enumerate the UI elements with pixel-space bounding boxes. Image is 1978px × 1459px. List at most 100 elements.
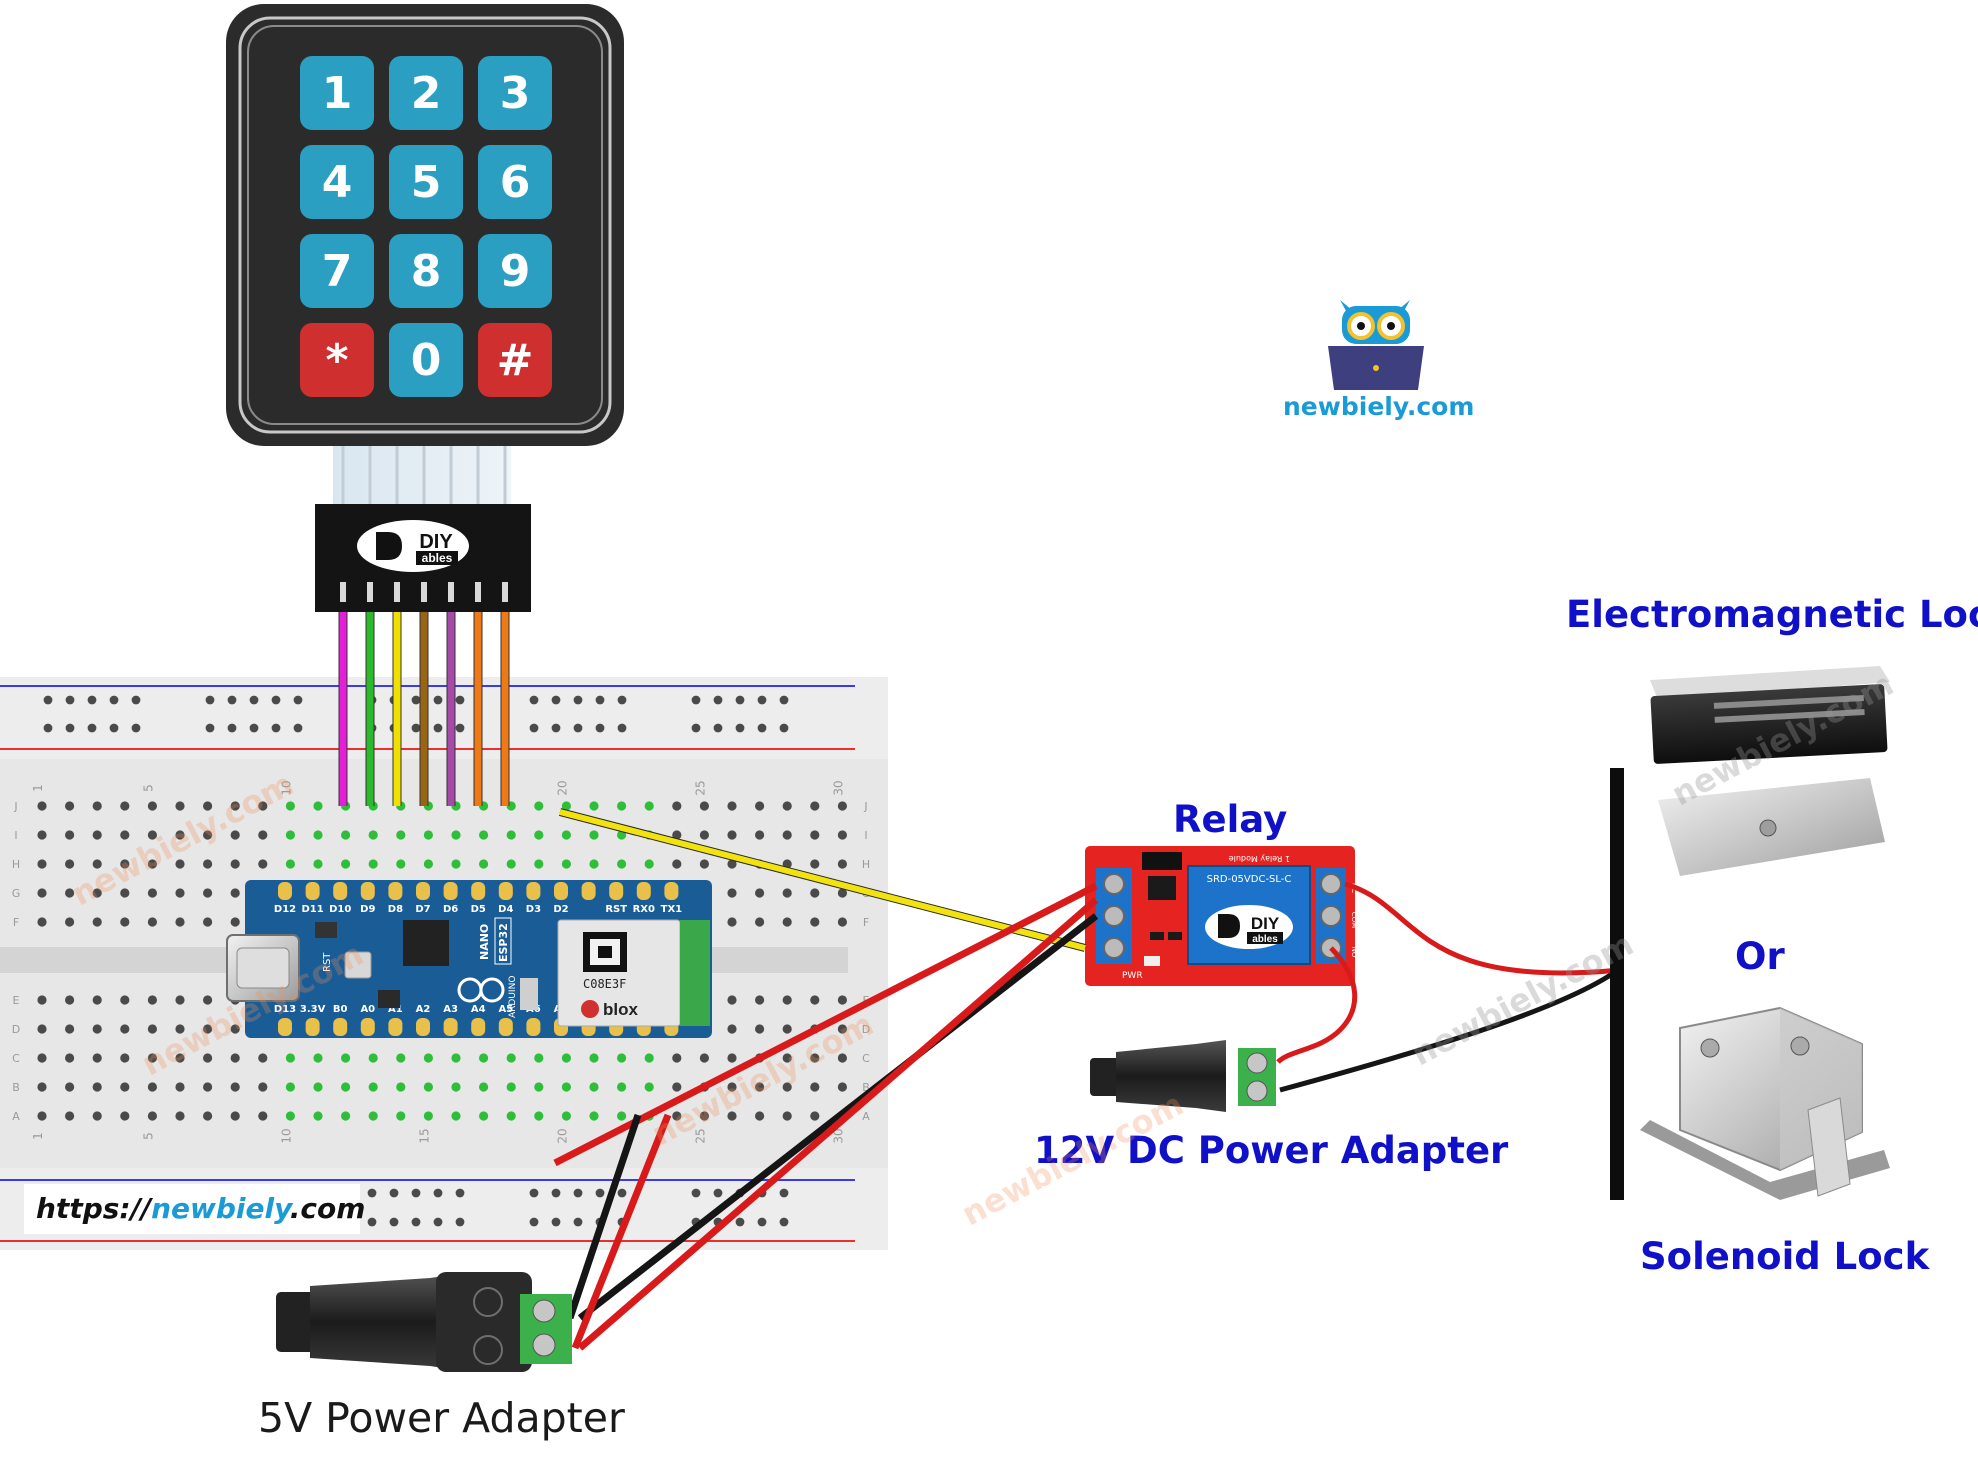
breadboard-hole — [782, 1082, 792, 1092]
board-pin-label: D11 — [301, 904, 323, 915]
breadboard-hole — [479, 830, 489, 840]
breadboard-hole — [230, 801, 240, 811]
breadboard-hole — [672, 1053, 682, 1063]
row-letter: E — [13, 994, 20, 1007]
breadboard-hole — [755, 995, 765, 1005]
relay-led — [1144, 956, 1160, 966]
breadboard-hole — [203, 1082, 213, 1092]
breadboard-hole — [672, 1111, 682, 1121]
board-pin-label: A5 — [498, 1004, 513, 1015]
breadboard-hole — [506, 1111, 516, 1121]
board-pin-pad — [333, 1018, 348, 1036]
key-label: 0 — [411, 335, 442, 386]
key-button[interactable] — [300, 323, 374, 397]
breadboard-hole — [37, 995, 47, 1005]
rail-hole — [271, 723, 281, 733]
breadboard-hole — [285, 1053, 295, 1063]
breadboard-hole — [782, 1024, 792, 1034]
rail-hole — [293, 695, 303, 705]
rail-hole — [779, 1217, 789, 1227]
solenoid-lock — [1640, 1006, 1890, 1200]
owl-pupil-left — [1357, 322, 1365, 330]
board-pin-label: A2 — [416, 1004, 431, 1015]
breadboard-hole — [396, 830, 406, 840]
breadboard-hole — [120, 995, 130, 1005]
rail-hole — [43, 723, 53, 733]
breadboard-hole — [699, 1053, 710, 1063]
breadboard-hole — [341, 830, 351, 840]
breadboard-hole — [368, 1082, 378, 1092]
board-pin-label: A4 — [471, 1004, 486, 1015]
breadboard-hole — [65, 1053, 75, 1063]
relay-module[interactable]: PWR SRD-05VDC-SL-C DIY ables 1 Relay Mod… — [1085, 846, 1358, 986]
url-name: newbiely — [151, 1192, 290, 1225]
connector-pin — [448, 582, 454, 602]
keypad-logo-bottom: ables — [422, 551, 453, 565]
breadboard-hole — [92, 1082, 102, 1092]
rail-hole — [779, 723, 789, 733]
key-button[interactable] — [389, 234, 463, 308]
rail-hole — [691, 1188, 701, 1198]
breadboard-hole — [147, 859, 157, 869]
breadboard-hole — [92, 888, 102, 898]
rail-hole — [271, 695, 281, 705]
key-button[interactable] — [300, 145, 374, 219]
website-url[interactable]: https://newbiely.com — [24, 1184, 365, 1234]
wire-relay-to-lock-red — [1344, 881, 1621, 976]
row-letter: J — [13, 800, 17, 813]
key-button[interactable] — [478, 56, 552, 130]
breadboard-hole — [147, 1024, 157, 1034]
breadboard-hole — [285, 859, 295, 869]
key-button[interactable] — [478, 323, 552, 397]
key-button[interactable] — [389, 145, 463, 219]
breadboard-hole — [451, 1082, 461, 1092]
breadboard-hole — [396, 1111, 406, 1121]
reset-button[interactable] — [344, 951, 372, 979]
board-pin-label: A0 — [360, 1004, 375, 1015]
board-pin-label: RX0 — [633, 904, 655, 915]
rail-hole — [109, 723, 119, 733]
rail-hole — [367, 1217, 377, 1227]
column-number: 30 — [831, 780, 845, 795]
breadboard-hole — [37, 830, 47, 840]
em-lock-armature-screw — [1759, 819, 1777, 837]
chip-small — [403, 920, 449, 966]
board-pin-pad — [664, 882, 679, 900]
key-label: * — [325, 335, 348, 386]
rail-hole — [617, 695, 627, 705]
rail-hole — [411, 1188, 421, 1198]
rail-hole — [455, 1188, 465, 1198]
key-label: 4 — [322, 157, 353, 208]
row-letter: D — [862, 1023, 870, 1036]
breadboard-hole — [727, 1082, 737, 1092]
key-button[interactable] — [300, 56, 374, 130]
rail-hole — [433, 1217, 443, 1227]
breadboard-hole — [699, 830, 710, 840]
key-button[interactable] — [389, 323, 463, 397]
keypad-ribbon — [333, 446, 511, 504]
row-letter: I — [14, 829, 17, 842]
key-label: 9 — [500, 246, 531, 297]
key-button[interactable] — [389, 56, 463, 130]
breadboard-hole — [451, 1111, 461, 1121]
rail-hole — [433, 1188, 443, 1198]
breadboard-hole — [617, 830, 627, 840]
key-button[interactable] — [478, 145, 552, 219]
key-button[interactable] — [300, 234, 374, 308]
relay-smd-2 — [1168, 932, 1182, 940]
key-button[interactable] — [478, 234, 552, 308]
breadboard-hole — [65, 801, 75, 811]
breadboard-hole — [755, 1024, 765, 1034]
rail-hole — [595, 1188, 605, 1198]
owl-pupil-right — [1387, 322, 1395, 330]
rail-hole — [249, 723, 259, 733]
board-pin-pad — [278, 1018, 292, 1036]
breadboard-hole — [534, 1111, 544, 1121]
keypad-wires — [338, 612, 510, 806]
key-label: 2 — [411, 68, 442, 119]
relay-ic — [1148, 876, 1176, 900]
